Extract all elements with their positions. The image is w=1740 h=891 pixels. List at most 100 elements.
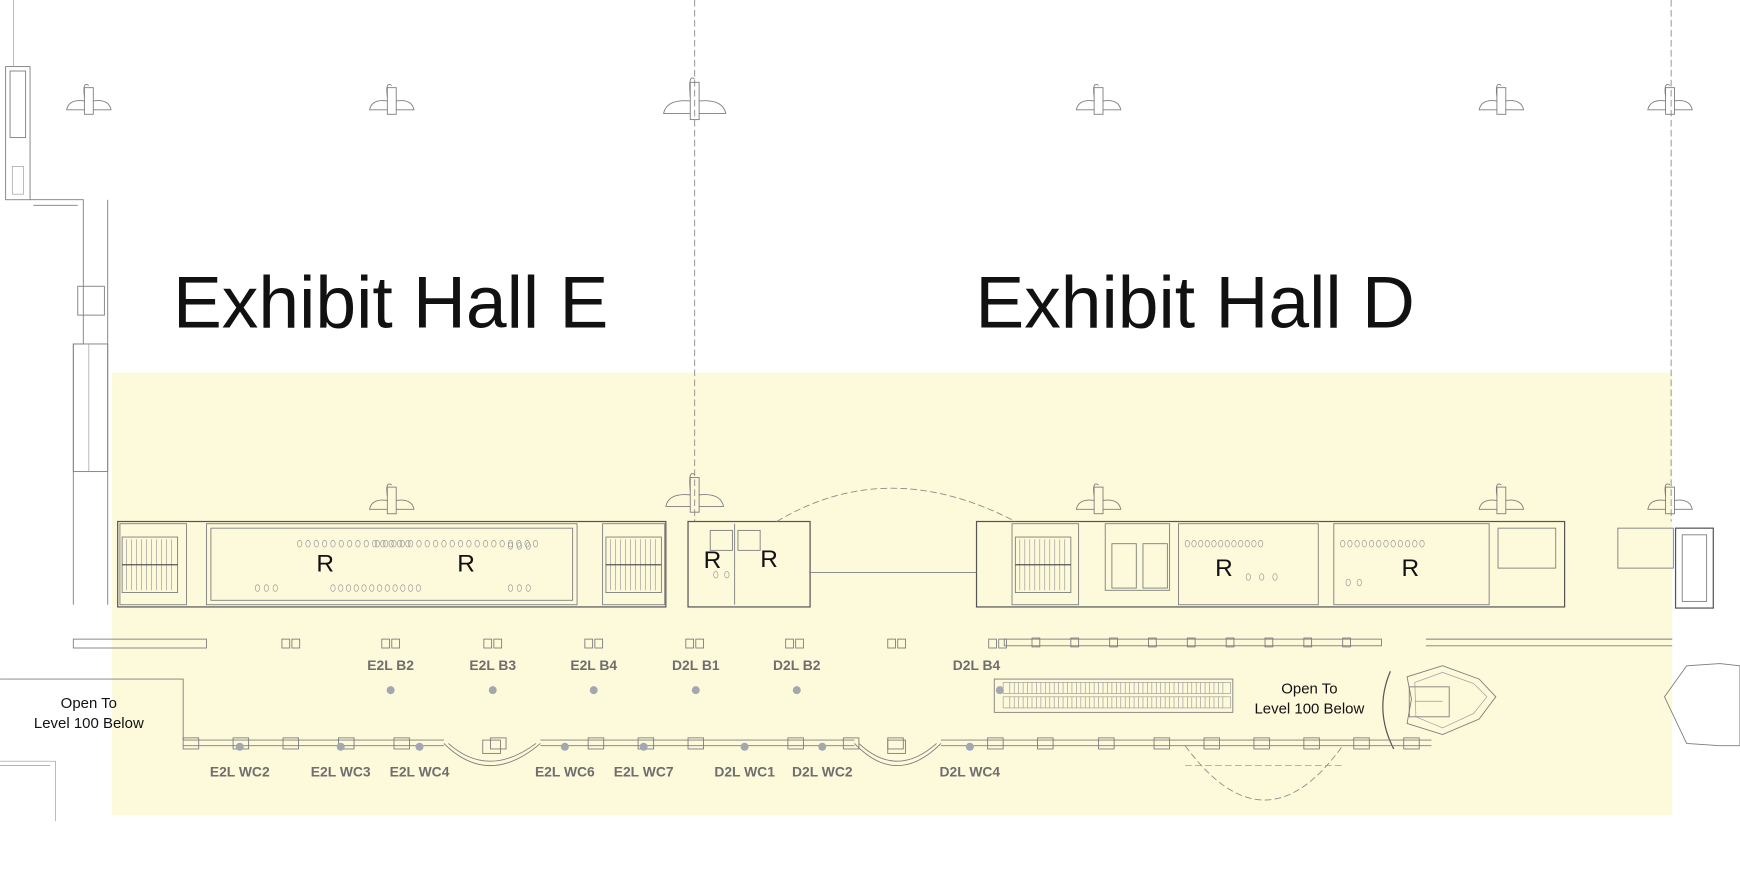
wireless-point-marker: [415, 742, 424, 751]
open-area-label-west: Level 100 Below: [34, 715, 144, 732]
wireless-point-marker: [691, 686, 700, 695]
column: [381, 638, 390, 649]
door-icon: [1647, 84, 1693, 115]
door-icon: [1075, 84, 1122, 115]
door-icon: [1478, 483, 1525, 515]
mullion: [842, 737, 860, 750]
wireless-point-marker: [589, 686, 598, 695]
mullion: [1253, 737, 1270, 750]
mullion: [587, 737, 605, 750]
column: [584, 638, 594, 649]
escalator: [993, 678, 1234, 713]
wireless-point-label: E2L WC3: [311, 764, 371, 780]
door-icon: [1075, 483, 1122, 515]
column: [1186, 637, 1196, 648]
mullion: [282, 737, 300, 750]
door-icon: [663, 77, 727, 121]
wireless-point-label: E2L WC6: [535, 764, 595, 780]
mullion: [1303, 737, 1320, 750]
mullion: [1403, 737, 1420, 750]
column: [1225, 637, 1235, 648]
stair-icon: [1014, 536, 1072, 593]
column: [695, 638, 705, 649]
wireless-point-marker: [818, 742, 827, 751]
wireless-point-label: E2L WC2: [210, 764, 270, 780]
wireless-point-marker: [488, 686, 497, 695]
restroom-marker: R: [457, 550, 475, 577]
column: [493, 638, 503, 649]
hall-title-d: Exhibit Hall D: [975, 261, 1414, 343]
wireless-point-marker: [740, 742, 749, 751]
mullion: [1353, 737, 1370, 750]
restroom-marker: R: [1215, 555, 1233, 582]
wireless-point-label: D2L B4: [953, 657, 1001, 673]
mullion: [393, 737, 410, 750]
column: [1070, 637, 1080, 648]
column: [998, 638, 1007, 649]
mullion: [1098, 737, 1115, 750]
hall-title-e: Exhibit Hall E: [173, 261, 608, 343]
restroom-marker: R: [760, 546, 778, 573]
concourse-highlight: [112, 372, 1673, 816]
restroom-fixtures: [254, 540, 1425, 592]
restroom-marker: R: [704, 547, 722, 574]
columns: [281, 637, 1351, 649]
column: [1342, 637, 1351, 648]
column: [1031, 637, 1041, 648]
wireless-point-marker: [560, 742, 569, 751]
mullion: [687, 737, 705, 750]
column: [795, 638, 804, 649]
door-icon: [369, 84, 415, 115]
column: [1264, 637, 1274, 648]
exterior-doors: [66, 77, 1693, 515]
column: [391, 638, 400, 649]
wireless-point-label: D2L WC1: [714, 764, 775, 780]
wireless-point-marker: [386, 686, 395, 695]
wireless-point-marker: [995, 686, 1004, 695]
wireless-point-marker: [639, 742, 648, 751]
wireless-point-label: E2L B2: [367, 657, 414, 673]
stair-icon: [605, 536, 662, 593]
column: [1303, 637, 1313, 648]
open-area-label-east: Open To: [1281, 680, 1337, 697]
mullion: [787, 737, 804, 750]
column: [887, 638, 896, 649]
column: [483, 638, 493, 649]
door-icon: [1478, 84, 1525, 115]
window-mullions: [182, 737, 1420, 754]
door-icon: [66, 84, 112, 115]
service-core-rooms: [117, 487, 1714, 609]
mullion: [490, 737, 507, 750]
wireless-point-marker: [965, 742, 974, 751]
column: [785, 638, 794, 649]
column: [685, 638, 695, 649]
mullion: [1153, 737, 1171, 750]
open-area-label-east: Level 100 Below: [1254, 700, 1364, 717]
column: [594, 638, 604, 649]
wireless-point-marker: [336, 742, 345, 751]
atrium-edge: [1382, 671, 1395, 750]
restroom-marker: R: [1402, 555, 1420, 582]
mullion: [987, 737, 1004, 750]
stairwells: [121, 536, 1072, 593]
column: [1109, 637, 1118, 648]
left-wall-structure: [0, 0, 207, 822]
wireless-point-label: D2L WC4: [940, 764, 1001, 780]
mullion: [1037, 737, 1054, 750]
open-area-label-west: Open To: [61, 695, 117, 712]
column: [988, 638, 997, 649]
mullion: [1203, 737, 1220, 750]
stair-icon: [121, 536, 179, 593]
wireless-point-label: E2L WC7: [614, 764, 674, 780]
door-icon: [665, 473, 725, 513]
mullion: [338, 737, 355, 750]
column: [897, 638, 906, 649]
restroom-marker: R: [316, 550, 334, 577]
wireless-point-marker: [792, 686, 801, 695]
wireless-point-label: E2L B4: [570, 657, 617, 673]
column: [291, 638, 301, 649]
wireless-point-label: D2L WC2: [792, 764, 853, 780]
